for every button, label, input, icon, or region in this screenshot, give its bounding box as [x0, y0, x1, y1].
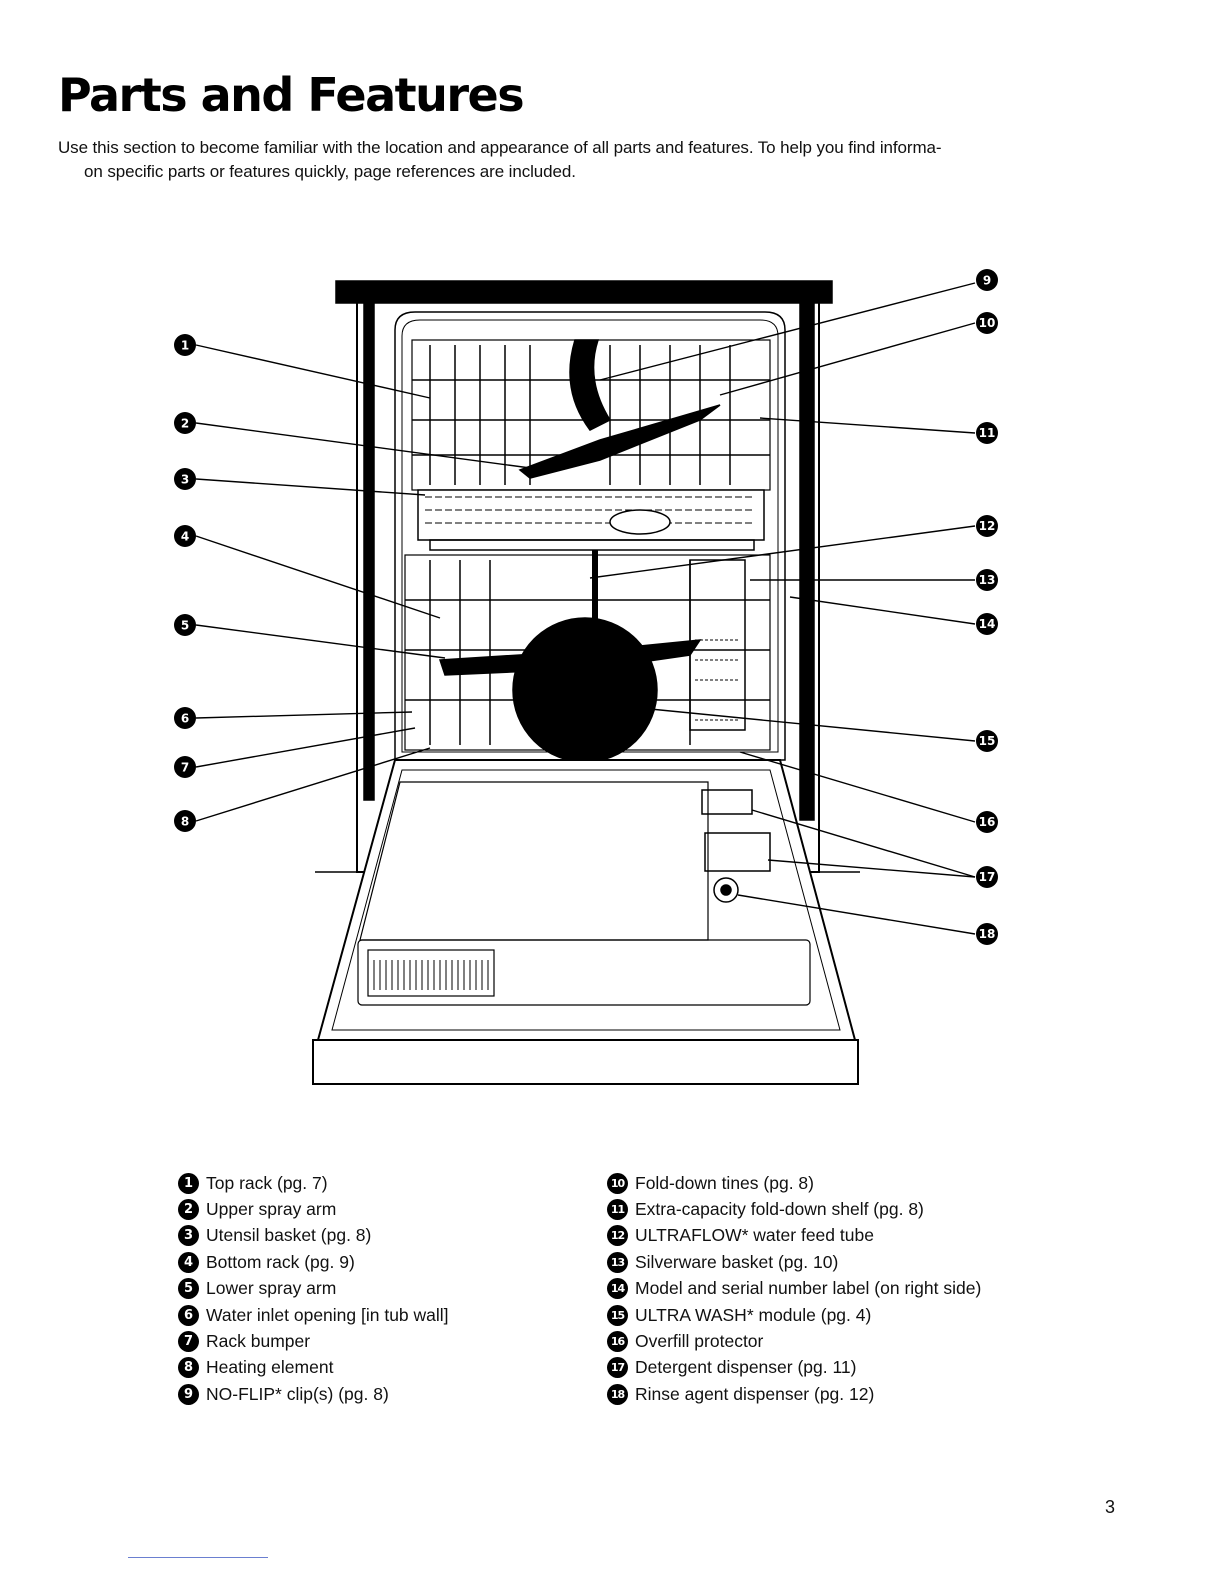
svg-text:18: 18 — [979, 927, 996, 941]
dishwasher-drawing — [195, 280, 976, 1085]
number-bullet-icon: 10 — [607, 1172, 628, 1194]
callout-11: 11 — [976, 422, 998, 444]
callout-leaders — [195, 282, 976, 935]
svg-text:17: 17 — [979, 870, 996, 884]
number-bullet-icon: 12 — [607, 1225, 628, 1247]
callout-7: 7 — [174, 756, 196, 778]
svg-text:8: 8 — [181, 815, 189, 829]
dishwasher-diagram: 1 2 3 4 5 6 7 8 9 10 11 12 13 14 15 16 1… — [174, 269, 998, 1085]
callout-18: 18 — [976, 923, 998, 945]
right-side-panel — [799, 299, 815, 821]
door — [312, 759, 860, 1085]
callout-16: 16 — [976, 811, 998, 833]
rinse-agent-dispenser — [713, 877, 739, 903]
number-bullet-icon: 14 — [607, 1278, 628, 1300]
number-bullet-icon: 7 — [178, 1331, 199, 1353]
silverware-basket — [689, 559, 746, 731]
callout-15: 15 — [976, 730, 998, 752]
callout-10: 10 — [976, 312, 998, 334]
number-bullet-icon: 15 — [607, 1304, 628, 1326]
number-bullet-icon: 13 — [607, 1251, 628, 1273]
countertop-bar — [335, 280, 833, 304]
intro-paragraph: Use this section to become familiar with… — [58, 136, 1118, 184]
svg-text:15: 15 — [979, 734, 996, 748]
detergent-dispenser — [704, 832, 771, 872]
vent-grille — [367, 949, 495, 997]
svg-text:13: 13 — [979, 573, 996, 587]
intro-line-1: Use this section to become familiar with… — [58, 138, 942, 157]
svg-text:3: 3 — [181, 473, 189, 487]
number-bullet-icon: 1 — [178, 1172, 199, 1194]
callout-4: 4 — [174, 525, 196, 547]
callout-12: 12 — [976, 515, 998, 537]
callout-2: 2 — [174, 412, 196, 434]
tub — [394, 311, 786, 761]
callout-9: 9 — [976, 269, 998, 291]
callout-14: 14 — [976, 613, 998, 635]
spray-tower — [569, 339, 612, 431]
left-side-panel — [363, 299, 375, 801]
number-bullet-icon: 4 — [178, 1251, 199, 1273]
number-bullet-icon: 5 — [178, 1278, 199, 1300]
number-bullet-icon: 8 — [178, 1357, 199, 1379]
callout-3: 3 — [174, 468, 196, 490]
svg-text:5: 5 — [181, 619, 189, 633]
svg-text:4: 4 — [181, 530, 189, 544]
svg-text:2: 2 — [181, 417, 189, 431]
number-bullet-icon: 17 — [607, 1357, 628, 1379]
number-bullet-icon: 18 — [607, 1383, 628, 1405]
svg-text:7: 7 — [181, 761, 189, 775]
callout-8: 8 — [174, 810, 196, 832]
svg-text:14: 14 — [979, 617, 996, 631]
svg-text:6: 6 — [181, 712, 189, 726]
svg-text:9: 9 — [983, 274, 991, 288]
callout-13: 13 — [976, 569, 998, 591]
callout-5: 5 — [174, 614, 196, 636]
page-title: Parts and Features — [58, 68, 525, 122]
svg-text:10: 10 — [979, 316, 996, 330]
lower-spray-disc — [512, 617, 658, 763]
number-bullet-icon: 3 — [178, 1225, 199, 1247]
svg-text:11: 11 — [979, 426, 996, 440]
utensil-basket — [417, 489, 765, 551]
tub-inner — [401, 319, 779, 753]
callout-17: 17 — [976, 866, 998, 888]
page-number: 3 — [1105, 1497, 1116, 1517]
svg-text:1: 1 — [181, 339, 189, 353]
callout-1: 1 — [174, 334, 196, 356]
footer-rule — [128, 1557, 268, 1558]
upper-spray-arm — [518, 404, 721, 479]
svg-text:12: 12 — [979, 519, 996, 533]
intro-line-2: on specific parts or features quickly, p… — [84, 162, 576, 181]
number-bullet-icon: 2 — [178, 1199, 199, 1221]
number-bullet-icon: 9 — [178, 1383, 199, 1405]
number-bullet-icon: 11 — [607, 1199, 628, 1221]
overfill-unit — [701, 789, 753, 815]
number-bullet-icon: 6 — [178, 1304, 199, 1326]
callout-6: 6 — [174, 707, 196, 729]
number-bullet-icon: 16 — [607, 1331, 628, 1353]
svg-text:16: 16 — [979, 815, 996, 829]
